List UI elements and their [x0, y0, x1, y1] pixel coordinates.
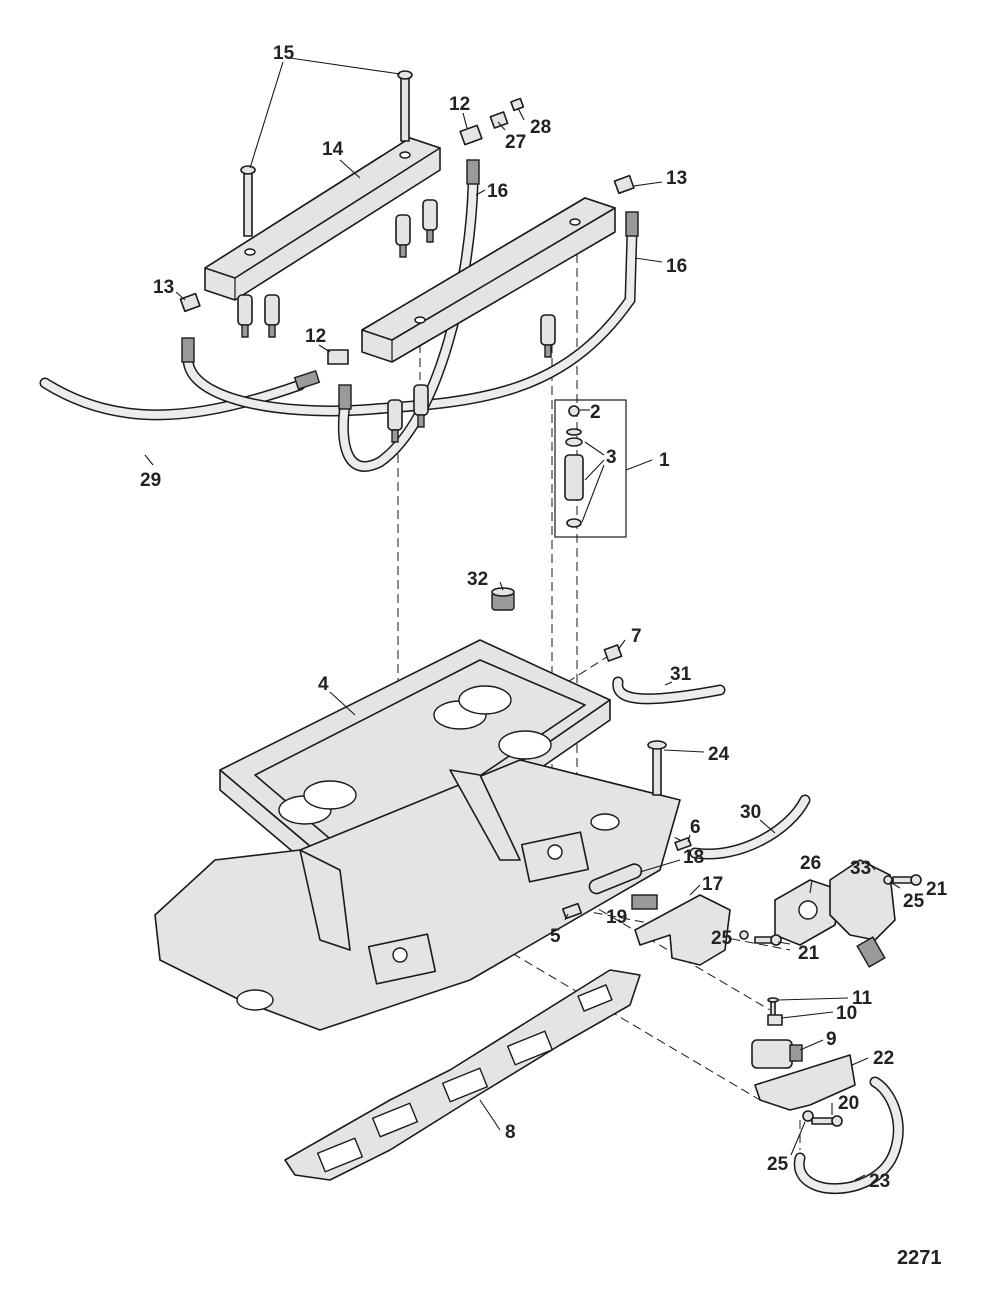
screw-21-upper	[883, 874, 922, 886]
callout-4: 4	[318, 674, 329, 695]
fuel-rail-14	[204, 137, 441, 301]
gasket-26	[774, 879, 841, 946]
callout-7: 7	[631, 626, 642, 647]
callout-26: 26	[800, 853, 821, 874]
valve-33	[829, 859, 896, 968]
callout-16-right: 16	[666, 256, 687, 277]
pad-19	[631, 894, 658, 910]
hose-16-right	[337, 179, 479, 472]
plug-32	[491, 587, 515, 611]
callout-18: 18	[683, 847, 704, 868]
callout-20: 20	[838, 1093, 859, 1114]
callout-21-upper: 21	[926, 879, 948, 900]
callout-25-middle: 25	[711, 928, 733, 949]
callout-16-upper: 16	[487, 181, 508, 202]
hose-fittings	[181, 159, 639, 410]
leader-lines	[144, 57, 901, 1181]
hose-16-left	[182, 226, 638, 417]
fuel-rail-right	[361, 197, 616, 363]
callout-24: 24	[708, 744, 730, 765]
injector-kit-box	[554, 399, 627, 538]
bracket-17	[634, 894, 731, 966]
callout-25-lower: 25	[767, 1154, 789, 1175]
hose-23	[793, 1076, 904, 1194]
callout-12-upper: 12	[449, 94, 470, 115]
callout-13-left: 13	[153, 277, 174, 298]
screw-20	[802, 1110, 843, 1127]
callout-1: 1	[659, 450, 670, 471]
callout-21-lower: 21	[798, 943, 820, 964]
hose-29	[39, 370, 321, 421]
callout-12-lower: 12	[305, 326, 326, 347]
callout-5: 5	[550, 926, 561, 947]
callout-8: 8	[505, 1122, 516, 1143]
fitting-6	[674, 837, 692, 851]
callout-6: 6	[690, 817, 701, 838]
callout-29: 29	[140, 470, 161, 491]
injectors	[237, 199, 556, 443]
callout-30: 30	[740, 802, 761, 823]
callout-22: 22	[873, 1048, 894, 1069]
gasket-18	[588, 863, 643, 895]
lower-intake-manifold	[154, 759, 681, 1031]
callout-32: 32	[467, 569, 488, 590]
gasket-8	[284, 969, 641, 1181]
fittings	[179, 97, 635, 365]
hose-31	[612, 676, 726, 705]
callout-23: 23	[869, 1171, 890, 1192]
figure-number: 2271	[897, 1247, 942, 1269]
callout-19: 19	[606, 907, 627, 928]
callout-9: 9	[826, 1029, 837, 1050]
callout-3: 3	[606, 447, 617, 468]
callout-11: 11	[852, 988, 873, 1009]
callout-10: 10	[836, 1003, 857, 1024]
screw-11	[767, 997, 779, 1017]
sensor-9	[751, 1039, 803, 1069]
bolts-15	[240, 70, 413, 237]
bolt-24	[647, 740, 667, 796]
callout-28: 28	[530, 117, 551, 138]
intake-plenum-4	[219, 639, 611, 901]
callout-31: 31	[670, 664, 692, 685]
callout-labels: 1 2 3 4 5 6 7 8 9 10 11 12 12 13 13 14 1…	[140, 43, 948, 1192]
callout-13-right: 13	[666, 168, 687, 189]
fitting-7	[603, 644, 623, 662]
callout-15: 15	[273, 43, 295, 64]
callout-17: 17	[702, 874, 723, 895]
bracket-22	[754, 1054, 856, 1111]
hose-30	[689, 794, 811, 860]
callout-14: 14	[322, 139, 344, 160]
callout-33: 33	[850, 858, 871, 879]
screw-21-lower	[739, 930, 782, 946]
callout-25-upper: 25	[903, 891, 925, 912]
callout-2: 2	[590, 402, 601, 423]
clip-10	[767, 1014, 783, 1026]
callout-27: 27	[505, 132, 526, 153]
